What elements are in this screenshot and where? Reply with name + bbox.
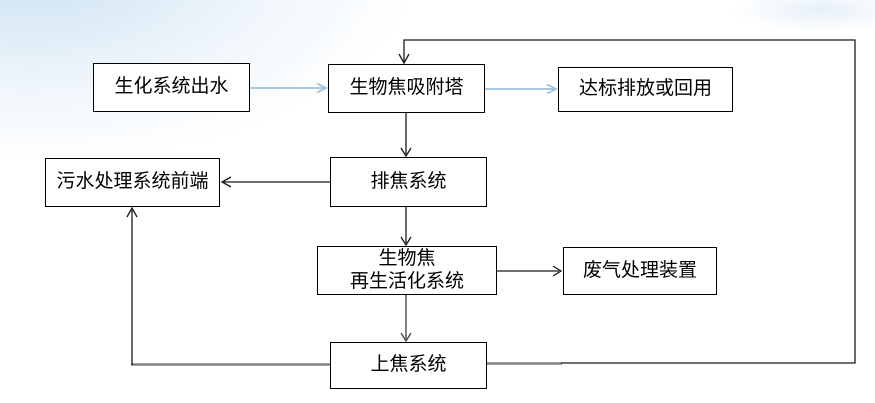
node-label: 废气处理装置 xyxy=(582,259,697,281)
node-biochar-adsorption-tower: 生物焦吸附塔 xyxy=(328,64,485,113)
edge-regeneration-to-waste-gas xyxy=(497,265,563,277)
node-biochar-regeneration-activation: 生物焦 再生活化系统 xyxy=(317,246,497,295)
edge-char-loading-to-front-end xyxy=(126,206,330,366)
node-char-loading-system: 上焦系统 xyxy=(330,342,487,389)
node-char-discharge-system: 排焦系统 xyxy=(330,157,487,207)
edge-regeneration-to-char-loading xyxy=(400,295,412,343)
edge-char-loading-to-tower xyxy=(398,39,856,365)
node-standard-discharge-or-reuse: 达标排放或回用 xyxy=(558,67,733,112)
edge-tower-to-discharge xyxy=(485,83,559,95)
node-label: 达标排放或回用 xyxy=(578,78,712,100)
edge-effluent-to-tower xyxy=(250,82,329,94)
node-wastewater-treatment-front-end: 污水处理系统前端 xyxy=(45,158,220,207)
node-biochemical-system-effluent: 生化系统出水 xyxy=(93,63,250,112)
node-waste-gas-treatment-device: 废气处理装置 xyxy=(563,247,717,295)
edge-char-discharge-to-front-end xyxy=(220,176,330,188)
node-label: 上焦系统 xyxy=(370,354,447,376)
edge-char-discharge-to-regeneration xyxy=(400,207,412,247)
node-label: 污水处理系统前端 xyxy=(56,171,209,193)
node-label: 生物焦 再生活化系统 xyxy=(349,248,464,292)
node-label: 排焦系统 xyxy=(370,170,447,192)
edge-tower-to-char-discharge xyxy=(400,113,412,158)
node-label: 生物焦吸附塔 xyxy=(349,77,464,99)
node-label: 生化系统出水 xyxy=(114,76,229,98)
